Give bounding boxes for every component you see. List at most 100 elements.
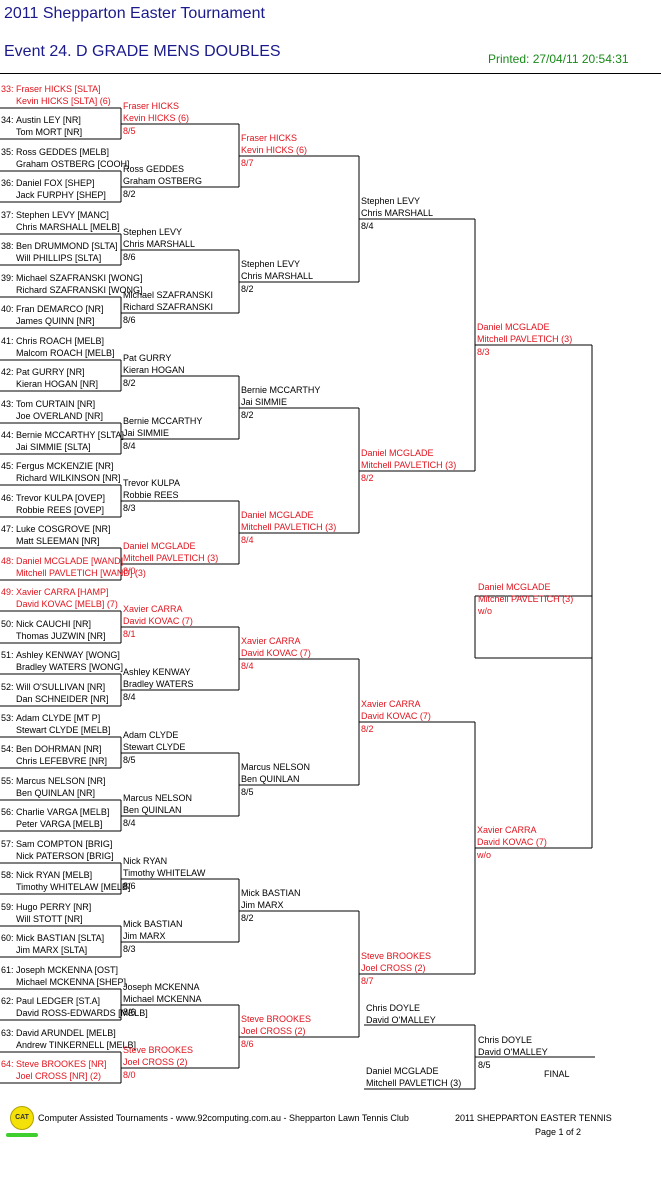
entry-seed: 50: xyxy=(1,618,14,629)
printed-timestamp: Printed: 27/04/11 20:54:31 xyxy=(488,52,629,66)
entry-seed: 58: xyxy=(1,870,14,881)
entry-player-2: Richard WILKINSON [NR] xyxy=(16,473,121,484)
winner-player-1: Daniel MCGLADE xyxy=(477,322,550,332)
entry-player-2: Nick PATERSON [BRIG] xyxy=(16,850,114,861)
match-score: 8/2 xyxy=(123,189,136,199)
match-score: w/o xyxy=(477,850,492,860)
entry-player-2: Peter VARGA [MELB] xyxy=(16,819,103,830)
logo-underline xyxy=(6,1133,38,1137)
winner-player-2: Bradley WATERS xyxy=(123,679,194,689)
entry-player-2: Jack FURPHY [SHEP] xyxy=(16,190,106,201)
entry-player-1: Daniel FOX [SHEP] xyxy=(16,178,95,189)
entry-seed: 37: xyxy=(1,209,14,220)
final-score: 8/5 xyxy=(478,1060,491,1070)
entry-seed: 63: xyxy=(1,1027,14,1038)
winner-player-2: Richard SZAFRANSKI xyxy=(123,302,214,312)
entry-seed: 64: xyxy=(1,1058,14,1069)
winner-player-2: Graham OSTBERG xyxy=(123,176,203,186)
winner-player-2: Michael MCKENNA xyxy=(123,994,202,1004)
winner-player-1: Bernie MCCARTHY xyxy=(123,416,203,426)
match-score: 8/4 xyxy=(123,441,136,451)
entry-player-1: Charlie VARGA [MELB] xyxy=(16,807,110,818)
winner-player-1: Marcus NELSON xyxy=(123,793,193,803)
entry-player-2: Mitchell PAVLETICH [WAND] (3) xyxy=(16,567,146,578)
winner-player-1: Xavier CARRA xyxy=(123,604,183,614)
winner-player-2: David KOVAC (7) xyxy=(477,837,547,847)
footer-page-number: Page 1 of 2 xyxy=(535,1127,582,1137)
entry-player-2: James QUINN [NR] xyxy=(16,316,95,327)
entry-player-2: Joe OVERLAND [NR] xyxy=(16,410,104,421)
winner-player-2: Chris MARSHALL xyxy=(241,271,314,281)
winner-player-1: Daniel MCGLADE xyxy=(241,510,314,520)
entry-player-1: Nick RYAN [MELB] xyxy=(16,870,93,881)
entry-player-1: Ross GEDDES [MELB] xyxy=(16,146,110,157)
winner-player-2: Jim MARX xyxy=(241,900,284,910)
match-score: 8/7 xyxy=(241,158,254,168)
entry-player-2: Bradley WATERS [WONG] xyxy=(16,662,124,673)
winner-player-1: Steve BROOKES xyxy=(241,1014,312,1024)
winner-player-1: Marcus NELSON xyxy=(241,762,311,772)
match-score: 8/4 xyxy=(123,692,136,702)
winner-player-1: Daniel MCGLADE xyxy=(478,582,551,592)
match-score: 8/5 xyxy=(241,787,254,797)
winner-player-2: Mitchell PAVLETICH (3) xyxy=(477,334,573,344)
entry-seed: 35: xyxy=(1,146,14,157)
match-score: 8/7 xyxy=(361,976,374,986)
entry-player-2: Dan SCHNEIDER [NR] xyxy=(16,693,109,704)
winner-player-2: Stewart CLYDE xyxy=(123,742,186,752)
winner-player-2: Joel CROSS (2) xyxy=(361,963,426,973)
winner-player-2: Chris MARSHALL xyxy=(123,239,196,249)
winner-player-2: Jai SIMMIE xyxy=(241,397,288,407)
match-score: 8/2 xyxy=(241,410,254,420)
winner-player-2: Jim MARX xyxy=(123,931,166,941)
entry-player-2: Chris MARSHALL [MELB] xyxy=(16,221,120,232)
winner-player-1: Daniel MCGLADE xyxy=(361,448,434,458)
entry-player-2: Thomas JUZWIN [NR] xyxy=(16,630,106,641)
entry-player-2: Stewart CLYDE [MELB] xyxy=(16,725,111,735)
entry-player-2: Kevin HICKS [SLTA] (6) xyxy=(16,96,111,106)
cat-logo-icon: CAT xyxy=(10,1106,34,1130)
header-divider xyxy=(0,73,661,74)
winner-player-2: Ben QUINLAN xyxy=(123,805,182,815)
entry-player-1: Xavier CARRA [HAMP] xyxy=(16,587,109,598)
match-score: 8/0 xyxy=(123,1070,136,1080)
entry-seed: 47: xyxy=(1,524,14,535)
entry-player-1: Paul LEDGER [ST.A] xyxy=(16,996,101,1007)
winner-player-1: Pat GURRY xyxy=(123,353,172,363)
entry-seed: 43: xyxy=(1,398,14,409)
winner-player-2: Mitchell PAVLETICH (3) xyxy=(478,594,574,604)
final-label: FINAL xyxy=(544,1069,570,1079)
entry-seed: 33: xyxy=(1,84,14,94)
winner-player-1: Michael SZAFRANSKI xyxy=(123,290,214,300)
entry-seed: 34: xyxy=(1,115,14,126)
winner-player-2: Mitchell PAVLETICH (3) xyxy=(123,553,219,563)
entry-player-2: Michael MCKENNA [SHEP] xyxy=(16,976,127,987)
winner-player-1: Joseph MCKENNA xyxy=(123,982,200,992)
match-score: 8/2 xyxy=(241,284,254,294)
match-score: 8/1 xyxy=(123,629,136,639)
entry-player-2: Robbie REES [OVEP] xyxy=(16,504,105,515)
match-score: 8/0 xyxy=(123,566,136,576)
entry-seed: 41: xyxy=(1,335,14,346)
entry-seed: 39: xyxy=(1,272,14,283)
entry-player-2: Will PHILLIPS [SLTA] xyxy=(16,253,102,264)
entry-player-2: David KOVAC [MELB] (7) xyxy=(16,599,118,610)
entry-player-1: Mick BASTIAN [SLTA] xyxy=(16,933,105,944)
final-top-player-2: David O'MALLEY xyxy=(366,1015,436,1025)
match-score: 8/6 xyxy=(123,881,136,891)
winner-player-2: Robbie REES xyxy=(123,490,179,500)
winner-player-1: Ashley KENWAY xyxy=(123,667,191,677)
entry-player-1: Pat GURRY [NR] xyxy=(16,367,85,378)
winner-player-2: Joel CROSS (2) xyxy=(241,1026,306,1036)
entry-player-2: Andrew TINKERNELL [MELB] xyxy=(16,1039,137,1050)
entry-seed: 40: xyxy=(1,304,14,315)
match-score: 8/5 xyxy=(123,126,136,136)
entry-player-2: Jim MARX [SLTA] xyxy=(16,945,88,956)
entry-player-1: Marcus NELSON [NR] xyxy=(16,775,106,786)
event-title: Event 24. D GRADE MENS DOUBLES xyxy=(4,43,281,60)
entry-player-1: Daniel MCGLADE [WAND] xyxy=(16,555,124,566)
match-score: 8/3 xyxy=(123,503,136,513)
winner-player-2: Ben QUINLAN xyxy=(241,774,300,784)
winner-player-2: Chris MARSHALL xyxy=(361,208,434,218)
